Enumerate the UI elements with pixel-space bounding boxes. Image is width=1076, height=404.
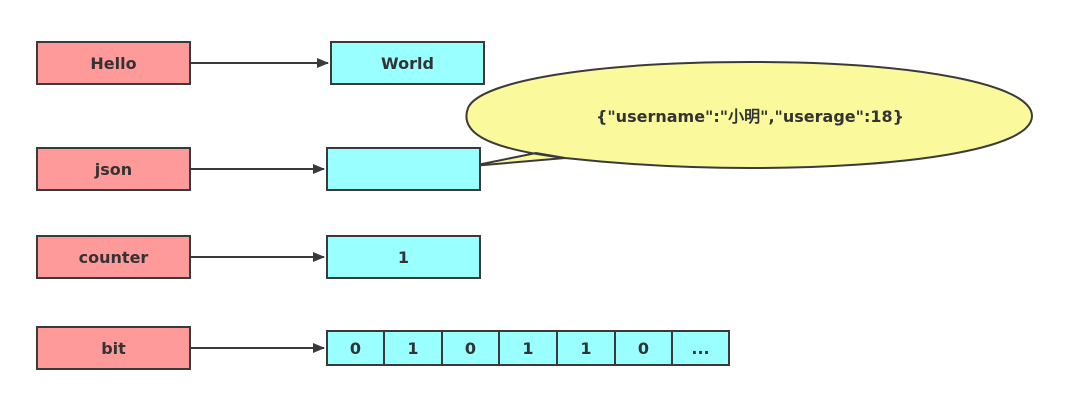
key-json: json [36, 147, 191, 191]
bit-cell: 0 [614, 330, 673, 366]
callout-bubble [465, 60, 1034, 170]
value-counter: 1 [326, 235, 481, 279]
bit-cell: 1 [556, 330, 616, 366]
key-hello: Hello [36, 41, 191, 85]
value-world: World [330, 41, 485, 85]
bit-cell: 1 [498, 330, 558, 366]
key-bit: bit [36, 326, 191, 370]
bit-cell: 0 [326, 330, 385, 366]
value-json [326, 147, 481, 191]
bit-cell: ... [671, 330, 730, 366]
callout-text: {"username":"小明","userage":18} [595, 107, 905, 126]
key-counter: counter [36, 235, 191, 279]
bit-cell: 0 [441, 330, 500, 366]
bit-cell: 1 [383, 330, 443, 366]
